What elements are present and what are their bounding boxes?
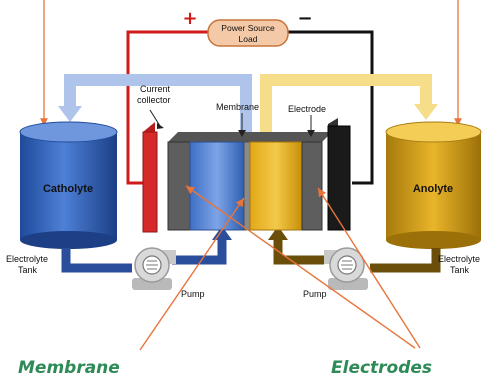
- current-collector-label-line2: collector: [137, 95, 171, 105]
- collector-pointer-head: [157, 123, 164, 129]
- left-current-collector: [142, 131, 158, 233]
- membrane-callout-arrow: [139, 197, 245, 351]
- electrode-callout-arrow-right: [317, 187, 421, 349]
- load-label: Load: [239, 34, 258, 44]
- positive-wire: [126, 30, 208, 185]
- left-tank-label-line1: Electrolyte: [6, 254, 48, 264]
- anolyte-feed-arrowhead: [268, 226, 288, 240]
- minus-sign: −: [297, 8, 312, 29]
- negative-wire: [287, 30, 374, 185]
- catholyte-return-arrowhead: [58, 106, 82, 122]
- current-collector-label-line1: Current: [140, 84, 171, 94]
- anolyte-label: Anolyte: [413, 183, 453, 195]
- membrane-sheet: [243, 141, 251, 231]
- anolyte-return-flow: [260, 74, 432, 137]
- cell-top-face: [168, 132, 332, 142]
- anolyte-compartment: [249, 141, 303, 231]
- membrane-callout: Membrane: [18, 358, 120, 377]
- right-current-collector: [327, 125, 351, 231]
- anolyte-tank: [385, 121, 482, 249]
- left-pump-icon: [132, 247, 176, 290]
- left-pump-label: Pump: [181, 289, 205, 299]
- right-electrode: [301, 141, 323, 231]
- anolyte-return-arrowhead: [414, 104, 438, 120]
- catholyte-tank: [19, 121, 118, 249]
- right-pump-icon: [324, 247, 368, 290]
- power-source-box: [207, 19, 289, 47]
- plus-sign: +: [182, 8, 197, 29]
- label-pointers: [149, 109, 312, 134]
- left-tank-label-line2: Tank: [18, 265, 38, 275]
- anolyte-feed-pipe: [370, 248, 441, 273]
- catholyte-label: Catholyte: [43, 183, 93, 195]
- tank-inflow-arrows: [40, 0, 462, 126]
- cell-stack: [167, 132, 332, 231]
- right-pump-label: Pump: [303, 289, 327, 299]
- catholyte-feed-pipe-2: [172, 236, 227, 265]
- electrodes-callout: Electrodes: [331, 358, 432, 377]
- anolyte-feed-pipe-2: [273, 236, 324, 265]
- membrane-label: Membrane: [216, 102, 259, 112]
- electrode-label: Electrode: [288, 104, 326, 114]
- power-source-label: Power Source: [221, 23, 275, 33]
- catholyte-compartment: [189, 141, 245, 231]
- catholyte-return-flow: [64, 74, 252, 137]
- electrode-pointer-head: [307, 130, 315, 137]
- callout-arrows: [139, 185, 421, 351]
- catholyte-feed-pipe: [61, 248, 132, 273]
- right-tank-label-line2: Tank: [450, 265, 470, 275]
- electrode-callout-arrow-left: [185, 185, 416, 349]
- right-tank-label-line1: Electrolyte: [438, 254, 480, 264]
- membrane-pointer-head: [238, 130, 246, 137]
